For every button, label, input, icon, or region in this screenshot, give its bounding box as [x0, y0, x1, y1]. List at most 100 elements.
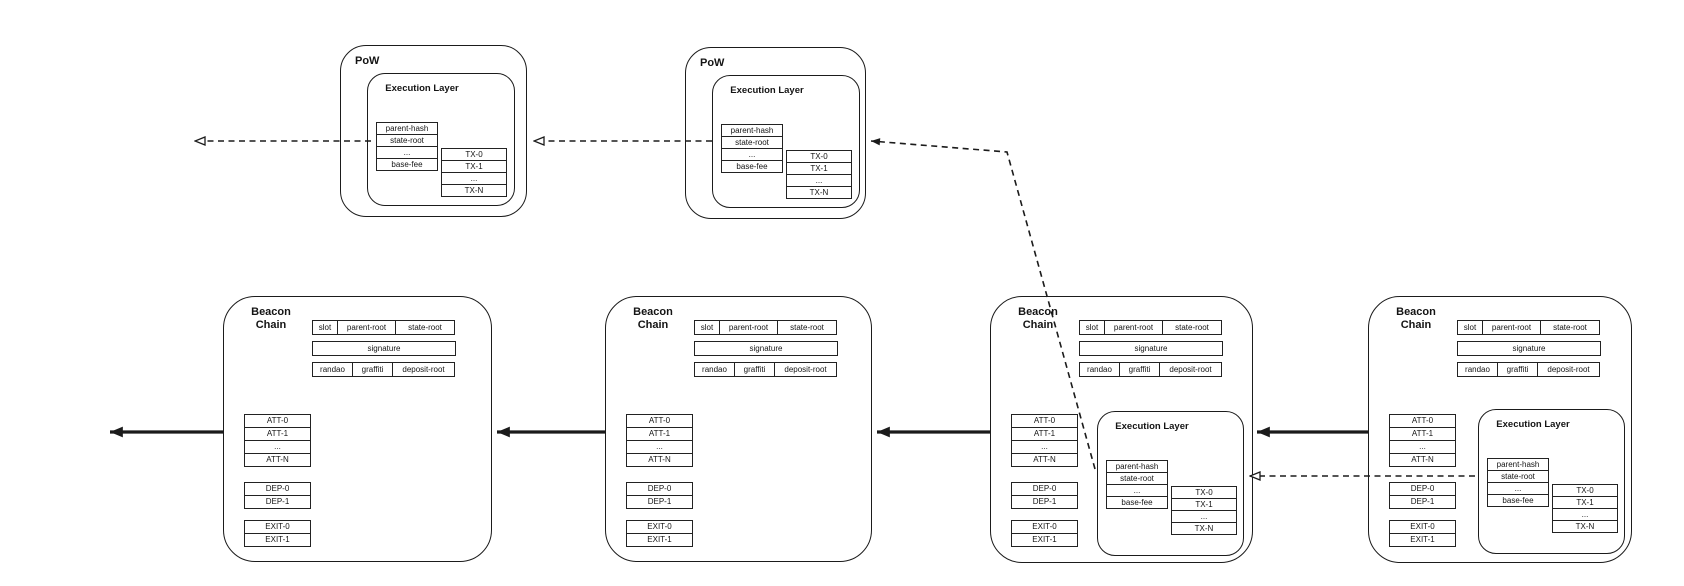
transaction-list: TX-0 TX-1 ... TX-N [1171, 486, 1237, 535]
att-box: ATT-N [1389, 453, 1456, 467]
exit-box: EXIT-0 [244, 520, 311, 534]
tx-box: TX-N [1171, 522, 1237, 535]
execution-layer-box: Execution Layer parent-hash state-root .… [712, 75, 860, 208]
att-box: ATT-N [626, 453, 693, 467]
exit-box: EXIT-1 [626, 533, 693, 547]
execution-header-fields: parent-hash state-root ... base-fee [1106, 460, 1168, 509]
pow-block-title: PoW [355, 55, 380, 67]
field-box: graffiti [1497, 362, 1538, 377]
attestation-list: ATT-0 ATT-1 ... ATT-N [626, 414, 693, 467]
transaction-list: TX-0 TX-1 ... TX-N [1552, 484, 1618, 533]
exit-list: EXIT-0 EXIT-1 [1389, 520, 1456, 547]
field-box: parent-hash [1106, 460, 1168, 473]
field-box: state-root [777, 320, 837, 335]
exit-box: EXIT-1 [1389, 533, 1456, 547]
att-box: ATT-0 [626, 414, 693, 428]
att-box: ATT-0 [1011, 414, 1078, 428]
field-box: parent-root [719, 320, 778, 335]
dep-box: DEP-1 [1389, 495, 1456, 509]
deposit-list: DEP-0 DEP-1 [244, 482, 311, 509]
beacon-meta-row: randao graffiti deposit-root [312, 362, 457, 377]
dep-box: DEP-1 [244, 495, 311, 509]
execution-layer-title: Execution Layer [730, 85, 804, 96]
field-box: slot [1457, 320, 1483, 335]
beacon-header: slot parent-root state-root signature ra… [1079, 320, 1224, 377]
execution-layer-box: Execution Layer parent-hash state-root .… [1097, 411, 1244, 556]
field-box: graffiti [352, 362, 393, 377]
signature-row: signature [694, 341, 839, 356]
field-box: signature [1079, 341, 1223, 356]
dep-box: DEP-0 [244, 482, 311, 496]
execution-layer-title: Execution Layer [385, 83, 459, 94]
field-box: graffiti [734, 362, 775, 377]
att-box: ... [244, 440, 311, 454]
att-box: ATT-0 [244, 414, 311, 428]
field-box: deposit-root [774, 362, 837, 377]
field-box: randao [1457, 362, 1498, 377]
att-box: ATT-1 [1011, 427, 1078, 441]
beacon-chain-block-4: Beacon Chain slot parent-root state-root… [1368, 296, 1632, 563]
att-box: ... [1389, 440, 1456, 454]
field-box: deposit-root [1159, 362, 1222, 377]
beacon-header: slot parent-root state-root signature ra… [312, 320, 457, 377]
beacon-meta-row: randao graffiti deposit-root [1457, 362, 1602, 377]
exit-box: EXIT-1 [1011, 533, 1078, 547]
execution-layer-box: Execution Layer parent-hash state-root .… [1478, 409, 1625, 554]
field-box: signature [312, 341, 456, 356]
dep-box: DEP-0 [626, 482, 693, 496]
field-box: graffiti [1119, 362, 1160, 377]
beacon-header: slot parent-root state-root signature ra… [694, 320, 839, 377]
beacon-chain-block-3: Beacon Chain slot parent-root state-root… [990, 296, 1253, 563]
att-box: ATT-0 [1389, 414, 1456, 428]
field-box: base-fee [376, 158, 438, 171]
beacon-header-row: slot parent-root state-root [1457, 320, 1602, 335]
deposit-list: DEP-0 DEP-1 [1011, 482, 1078, 509]
transaction-list: TX-0 TX-1 ... TX-N [786, 150, 852, 199]
beacon-meta-row: randao graffiti deposit-root [1079, 362, 1224, 377]
exit-list: EXIT-0 EXIT-1 [244, 520, 311, 547]
field-box: deposit-root [1537, 362, 1600, 377]
beacon-header: slot parent-root state-root signature ra… [1457, 320, 1602, 377]
deposit-list: DEP-0 DEP-1 [626, 482, 693, 509]
exit-list: EXIT-0 EXIT-1 [1011, 520, 1078, 547]
beacon-chain-block-2: Beacon Chain slot parent-root state-root… [605, 296, 872, 562]
execution-header-fields: parent-hash state-root ... base-fee [1487, 458, 1549, 507]
field-box: randao [1079, 362, 1120, 377]
att-box: ATT-1 [626, 427, 693, 441]
exit-box: EXIT-1 [244, 533, 311, 547]
beacon-header-row: slot parent-root state-root [312, 320, 457, 335]
beacon-chain-block-1: Beacon Chain slot parent-root state-root… [223, 296, 492, 562]
field-box: randao [312, 362, 353, 377]
field-box: randao [694, 362, 735, 377]
exit-list: EXIT-0 EXIT-1 [626, 520, 693, 547]
field-box: signature [1457, 341, 1601, 356]
field-box: base-fee [1487, 494, 1549, 507]
attestation-list: ATT-0 ATT-1 ... ATT-N [1011, 414, 1078, 467]
dep-box: DEP-1 [1011, 495, 1078, 509]
execution-layer-title: Execution Layer [1115, 421, 1189, 432]
deposit-list: DEP-0 DEP-1 [1389, 482, 1456, 509]
field-box: base-fee [721, 160, 783, 173]
execution-header-fields: parent-hash state-root ... base-fee [376, 122, 438, 171]
field-box: parent-root [1104, 320, 1163, 335]
att-box: ATT-1 [1389, 427, 1456, 441]
tx-box: TX-N [1552, 520, 1618, 533]
att-box: ... [626, 440, 693, 454]
tx-box: TX-N [786, 186, 852, 199]
beacon-block-title: Beacon Chain [1396, 306, 1436, 331]
attestation-list: ATT-0 ATT-1 ... ATT-N [1389, 414, 1456, 467]
field-box: deposit-root [392, 362, 455, 377]
field-box: state-root [1540, 320, 1600, 335]
field-box: slot [1079, 320, 1105, 335]
exit-box: EXIT-0 [1389, 520, 1456, 534]
att-box: ATT-1 [244, 427, 311, 441]
beacon-block-title: Beacon Chain [633, 306, 673, 331]
exit-box: EXIT-0 [1011, 520, 1078, 534]
beacon-block-title: Beacon Chain [1018, 306, 1058, 331]
pow-block-1: PoW Execution Layer parent-hash state-ro… [340, 45, 527, 217]
field-box: state-root [1162, 320, 1222, 335]
transaction-list: TX-0 TX-1 ... TX-N [441, 148, 507, 197]
field-box: parent-root [1482, 320, 1541, 335]
dep-box: DEP-0 [1389, 482, 1456, 496]
field-box: signature [694, 341, 838, 356]
